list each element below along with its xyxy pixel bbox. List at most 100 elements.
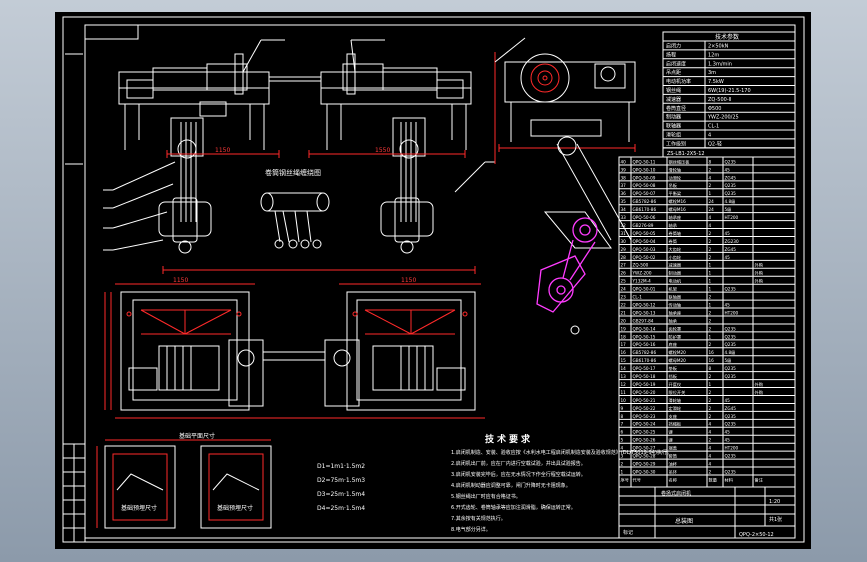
bom-cell: 40 (621, 159, 627, 164)
bom-cell: 防护罩 (669, 333, 682, 340)
bom-cell: 2 (709, 326, 712, 331)
bom-cell: Q235 (725, 454, 737, 459)
params-row-label: 联轴器 (666, 123, 681, 130)
bom-cell: QPQ-50-15 (633, 334, 656, 339)
bom-cell: 1 (709, 287, 712, 292)
bom-cell: 2 (709, 247, 712, 252)
bom-cell: 2 (709, 183, 712, 188)
bom-cell: 45 (725, 231, 731, 236)
bom-cell: QPQ-50-28 (633, 454, 656, 459)
bom-cell: ZG45 (725, 175, 737, 180)
params-row-value: 7.5kW (708, 79, 724, 85)
params-row-label: 扬程 (666, 51, 676, 58)
bom-cell: GB6170-86 (633, 207, 657, 212)
bom-cell: QPQ-50-01 (633, 287, 656, 292)
bom-cell: 轴承座 (669, 309, 682, 316)
bom-cell: 6 (621, 430, 624, 435)
bom-cell: 27 (621, 263, 627, 268)
bottom-view-label: 基础平面尺寸 (179, 432, 215, 440)
bom-cell: 4 (709, 430, 712, 435)
dim-hoist-span-right: 1550 (375, 147, 390, 154)
params-row-label: 卷筒直径 (666, 105, 686, 112)
bom-header-cell: 备注 (755, 476, 764, 483)
bom-cell: 8 (621, 414, 624, 419)
bom-cell: 4 (709, 422, 712, 427)
bom-cell: 2 (709, 406, 712, 411)
bom-cell: 制动器 (669, 270, 682, 277)
bom-cell: 开度仪 (669, 381, 682, 388)
title-block: 卷扬式启闭机 总装图 QPQ-2×50-12 1:20 共1张 标记 (618, 486, 796, 539)
title-drawing-no: QPQ-2×50-12 (739, 532, 774, 538)
bom-cell: 4 (709, 461, 712, 466)
title-company: 卷扬式启闭机 (661, 490, 691, 497)
bom-cell: 轴承 (669, 317, 678, 324)
bom-cell: 16 (709, 350, 715, 355)
tech-note-2: 2.启闭机出厂前，应在厂内进行空载试验，并出具试验报告。 (451, 460, 586, 467)
bom-cell: 1 (709, 382, 712, 387)
params-row-label: 工作级别 (666, 140, 686, 147)
bom-cell: 2 (709, 414, 712, 419)
params-row-value: 12m (708, 52, 719, 58)
bom-cell: 30 (621, 239, 627, 244)
drawing-sheet: 1150 (55, 12, 811, 549)
bom-cell: 5级 (725, 357, 733, 364)
bom-cell: 4 (709, 223, 712, 228)
bom-cell: 轴承 (669, 222, 678, 229)
bom-cell: 小齿轮 (669, 254, 682, 261)
bom-cell: 垫板 (669, 365, 678, 372)
bom-cell: 传动轴 (669, 301, 682, 308)
bom-cell: 5 (621, 438, 624, 443)
bom-cell: 螺栓M20 (669, 349, 687, 356)
bom-cell: QPQ-50-08 (633, 183, 656, 188)
bom-cell: 1 (709, 191, 712, 196)
bom-cell: QPQ-50-14 (633, 326, 656, 331)
bom-cell: 18 (621, 334, 627, 339)
bom-cell: 39 (621, 167, 627, 172)
bom-cell: 螺母M16 (669, 206, 687, 213)
bom-cell: QPQ-50-10 (633, 167, 656, 172)
tech-note-4: 4.启闭机制动器应调整可靠，闸门升降时无卡阻现象。 (451, 482, 571, 489)
bom-cell: 油杯 (669, 460, 678, 467)
bom-cell: GB6170-86 (633, 358, 657, 363)
bom-cell: 4 (709, 175, 712, 180)
plan-view-left: 1150 (104, 277, 264, 411)
bom-cell: QPQ-50-27 (633, 446, 656, 451)
tech-note-5: 5.钢丝绳出厂时应有合格证书。 (451, 493, 521, 500)
bom-cell: CL-1 (633, 295, 643, 300)
bom-cell: QPQ-50-17 (633, 366, 656, 371)
params-row-value: YWZ-200/25 (707, 115, 739, 121)
bom-cell: QPQ-50-19 (633, 382, 656, 387)
bom-cell: QPQ-50-25 (633, 430, 656, 435)
params-row-label: 电动机功率 (666, 78, 691, 85)
bom-cell: Y132M-4 (632, 279, 652, 284)
bom-cell: 大齿轮 (669, 246, 682, 253)
bom-cell: 19 (621, 326, 627, 331)
hoist-left-elevation: 1150 (118, 53, 280, 254)
bom-cell: 1 (621, 469, 624, 474)
bom-cell: QPQ-50-29 (633, 461, 656, 466)
params-row-value: ZQ-500-Ⅱ (708, 97, 731, 103)
params-row-label: 启闭力 (666, 43, 681, 50)
bom-cell: 45 (725, 438, 731, 443)
bom-cell: 4 (621, 446, 624, 451)
bom-cell: 45 (725, 255, 731, 260)
revision-strip (62, 443, 86, 543)
bom-cell: 齿轮罩 (669, 325, 682, 332)
title-name: 总装图 (675, 517, 693, 525)
bom-cell: 35 (621, 199, 627, 204)
bom-cell: 2 (709, 318, 712, 323)
formula-2: D2=75m·1.5m3 (317, 477, 365, 484)
bom-cell: 套筒 (669, 453, 677, 460)
bom-cell: 4.8级 (725, 198, 737, 205)
bom-cell: 2 (709, 469, 712, 474)
bom-cell: 滑轮轴 (669, 166, 682, 173)
bom-cell: 26 (621, 271, 627, 276)
bom-cell: 底座 (669, 341, 677, 348)
side-view-drum (494, 37, 636, 335)
params-row-value: 4 (708, 133, 711, 139)
bom-header-cell: 序号 (621, 476, 629, 483)
bom-cell: 2 (709, 390, 712, 395)
bom-cell: ZQ-500 (633, 263, 649, 268)
bom-cell: 平衡梁 (669, 190, 682, 197)
